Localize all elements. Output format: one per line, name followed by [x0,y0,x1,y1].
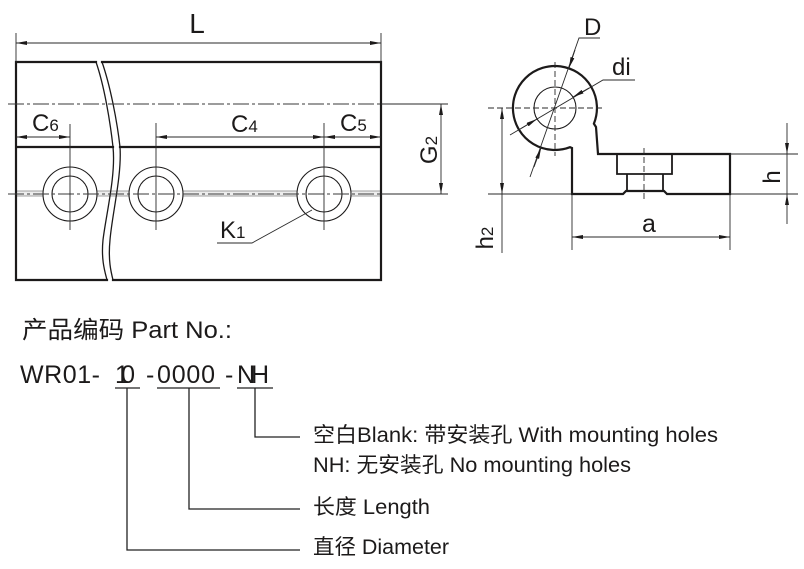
d-leader [529,37,600,178]
leader-length [157,387,300,510]
h-label: h [759,170,786,183]
h-label-main: h [759,170,786,183]
h2-label-main: h [472,236,499,249]
l-label-main: L [189,8,205,39]
g2-label-sub: 2 [422,136,441,145]
part-number-code: WR01- 10 - 0000 - NH [20,361,272,389]
di-label: di [612,54,631,81]
a-label-main: a [642,210,656,238]
g2-label: G2 [416,136,443,164]
front-view: L C6 C4 C5 G2 K1 [8,8,448,282]
di-arrow-left [520,118,538,129]
h2-label: h2 [472,227,499,250]
code-segment-option: NH [237,361,272,389]
di-leader [509,79,635,136]
c5-label-main: C [340,110,357,137]
di-label-main: di [612,54,631,81]
k1-leader [217,209,313,244]
c4-label-main: C [231,111,248,138]
h2-label-sub: 2 [478,227,497,236]
side-view-outline [511,64,732,196]
side-view: D di h2 a h [472,14,798,253]
d-label: D [584,14,601,41]
code-separator: - [146,361,157,389]
break-line-left [95,61,115,281]
c6-label: C6 [32,110,59,137]
c4-label-sub: 4 [248,117,257,136]
break-line-right [101,61,121,281]
part-number-section: 产品编码 Part No.: WR01- 10 - 0000 - NH 空白Bl… [20,317,718,559]
d-label-main: D [584,14,601,41]
code-separator: - [225,361,236,389]
part-number-title: 产品编码 Part No.: [22,317,232,344]
legend-with-holes: 空白Blank: 带安装孔 With mounting holes [313,424,718,447]
legend-no-holes: NH: 无安装孔 No mounting holes [313,454,631,477]
k1-label-sub: 1 [236,223,245,242]
k1-label-main: K [220,217,236,244]
code-segment-series: WR01- [20,361,103,389]
legend-diameter: 直径 Diameter [313,536,449,559]
leader-option [237,387,300,438]
d-arrow-bottom [533,147,542,168]
c5-label: C5 [340,110,367,137]
counterbore-section [616,153,673,192]
code-segment-diameter: 10 [115,361,138,389]
a-label: a [642,210,656,238]
legend-length: 长度 Length [313,496,430,519]
c6-label-main: C [32,110,49,137]
d-arrow-top [568,49,576,69]
g2-label-main: G [416,145,443,164]
di-arrow-right [572,87,590,98]
k1-label: K1 [220,217,245,244]
c4-label: C4 [231,111,258,138]
front-view-outline [14,60,383,282]
c5-label-sub: 5 [357,116,366,135]
code-segment-length: 0000 [157,361,218,389]
leader-diameter [115,387,300,551]
l-label: L [189,8,205,39]
c6-label-sub: 6 [49,116,58,135]
